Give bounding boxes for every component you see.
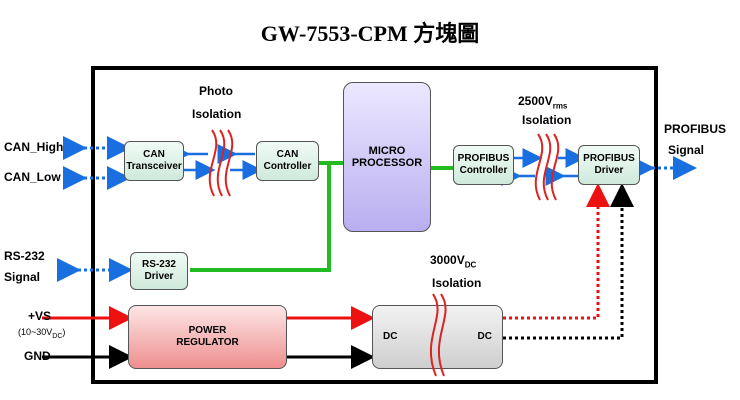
dc-dc-converter-block: DC DC bbox=[372, 305, 503, 369]
can-high-label: CAN_High bbox=[4, 140, 64, 154]
isolation-3000-label: 3000VDC bbox=[430, 253, 477, 270]
dc-out-vplus bbox=[503, 183, 610, 320]
rs232-label: RS-232 bbox=[4, 249, 45, 263]
profibus-signal-caption: Signal bbox=[668, 143, 705, 157]
profibus-signal-label: PROFIBUS bbox=[664, 122, 727, 136]
pb-isolation-barrier bbox=[534, 133, 560, 201]
module-frame bbox=[91, 66, 658, 384]
isolation-2500-caption: Isolation bbox=[522, 113, 572, 127]
vs-range-label: (10~30VDC) bbox=[18, 327, 66, 340]
gnd-label: GND bbox=[24, 349, 51, 363]
can-low-label: CAN_Low bbox=[4, 170, 61, 184]
dc-in-label: DC bbox=[383, 331, 398, 342]
dc-out-label: DC bbox=[477, 331, 492, 342]
isolation-3000-caption: Isolation bbox=[432, 276, 482, 290]
isolation-2500-label: 2500Vrms bbox=[518, 94, 568, 111]
diagram-title: GW-7553-CPM 方塊圖 bbox=[260, 21, 480, 46]
photo-label: Photo bbox=[199, 84, 233, 98]
rs232-signal-label: Signal bbox=[4, 270, 41, 284]
photo-isolation-label: Isolation bbox=[192, 107, 242, 121]
photo-isolation-barrier bbox=[208, 129, 234, 197]
bus-rs232-cpu bbox=[190, 163, 331, 272]
vs-label: +VS bbox=[28, 309, 52, 323]
dc-out-gnd bbox=[503, 183, 634, 340]
